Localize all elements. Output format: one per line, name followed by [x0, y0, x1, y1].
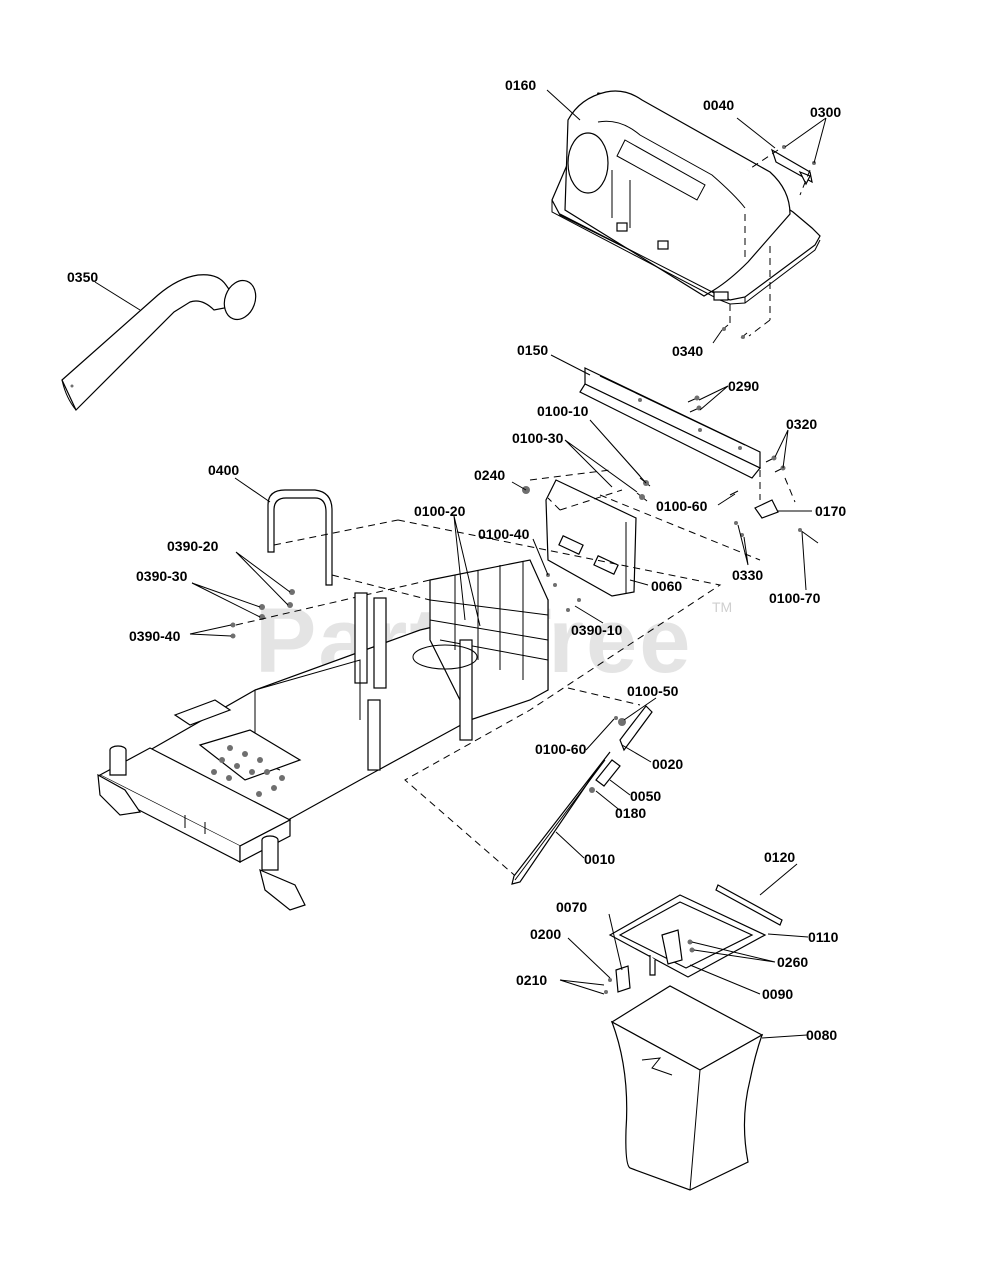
part-labels: 0160 0040 0300 0350 0340 0150 0290 0100-… [67, 77, 846, 1043]
label-0010: 0010 [584, 851, 615, 867]
label-0180: 0180 [615, 805, 646, 821]
label-0390-40: 0390-40 [129, 628, 181, 644]
label-0320: 0320 [786, 416, 817, 432]
label-0290: 0290 [728, 378, 759, 394]
label-0160: 0160 [505, 77, 536, 93]
part-0010-rod [511, 751, 611, 885]
label-0060: 0060 [651, 578, 682, 594]
label-0200: 0200 [530, 926, 561, 942]
label-0150: 0150 [517, 342, 548, 358]
part-0050-tube [589, 759, 621, 793]
part-0120-strip [715, 884, 783, 926]
label-0350: 0350 [67, 269, 98, 285]
part-0350-chute [61, 274, 257, 412]
label-0040: 0040 [703, 97, 734, 113]
label-0210: 0210 [516, 972, 547, 988]
label-0020: 0020 [652, 756, 683, 772]
part-0060-plate [522, 477, 651, 612]
label-0400: 0400 [208, 462, 239, 478]
label-0100-60-upper: 0100-60 [656, 498, 708, 514]
label-0240: 0240 [474, 467, 505, 483]
part-0110-frame [604, 894, 767, 994]
label-0110: 0110 [808, 929, 839, 945]
label-0100-40: 0100-40 [478, 526, 530, 542]
part-0020-rod [614, 705, 653, 752]
part-0340-screws [721, 304, 771, 339]
watermark-trademark: TM [712, 599, 732, 615]
part-0160-hood [551, 90, 821, 320]
part-0170-bracket [729, 470, 819, 544]
label-0090: 0090 [762, 986, 793, 1002]
label-0100-20: 0100-20 [414, 503, 466, 519]
label-0100-10: 0100-10 [537, 403, 589, 419]
label-0330: 0330 [732, 567, 763, 583]
label-0070: 0070 [556, 899, 587, 915]
leader-lines [94, 89, 827, 1039]
label-0390-20: 0390-20 [167, 538, 219, 554]
label-0300: 0300 [810, 104, 841, 120]
assembly-dash-lines [397, 469, 761, 881]
part-0400-handle [267, 489, 431, 601]
label-0390-10: 0390-10 [571, 622, 623, 638]
part-0040-latch [747, 145, 816, 196]
label-0080: 0080 [806, 1027, 837, 1043]
label-0100-30: 0100-30 [512, 430, 564, 446]
label-0170: 0170 [815, 503, 846, 519]
part-0390-hardware [230, 579, 431, 639]
label-0340: 0340 [672, 343, 703, 359]
label-0100-60-lower: 0100-60 [535, 741, 587, 757]
label-0100-50: 0100-50 [627, 683, 679, 699]
label-0100-70: 0100-70 [769, 590, 821, 606]
label-0050: 0050 [630, 788, 661, 804]
part-0080-bag [610, 985, 764, 1191]
part-mower-frame [97, 559, 549, 911]
label-0120: 0120 [764, 849, 795, 865]
label-0390-30: 0390-30 [136, 568, 188, 584]
label-0260: 0260 [777, 954, 808, 970]
part-0150-bracket [579, 367, 761, 479]
frame-floor-holes [211, 745, 285, 797]
